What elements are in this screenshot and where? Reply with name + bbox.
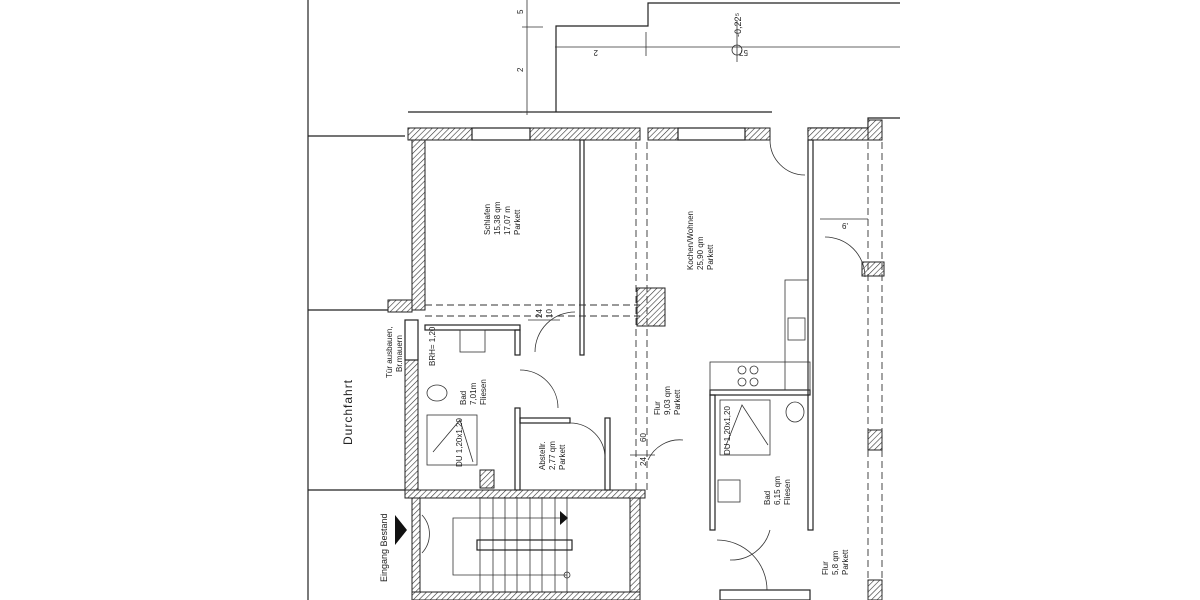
svg-text:Bad: Bad: [763, 491, 772, 505]
dim-2: 2: [516, 67, 525, 72]
fixtures: [426, 279, 811, 503]
dim-2b: 2: [593, 48, 598, 57]
durchfahrt-label: Durchfahrt: [341, 379, 355, 445]
svg-text:Parkett: Parkett: [513, 209, 522, 235]
door-note-1: Tür ausbauen,: [385, 326, 394, 378]
shower-icon: [426, 414, 478, 466]
room-flur-2: Flur 5,8 qm Parkett: [821, 549, 850, 575]
svg-text:2,77 qm: 2,77 qm: [548, 441, 557, 470]
room-abstellraum: Abstellr. 2,77 qm Parkett: [538, 441, 567, 470]
stair-arrow-icon: [560, 511, 568, 525]
dimension-lines: 5 2 2 57 -0,22⁵ 24 10 60 24 6': [516, 0, 900, 466]
svg-text:Schlafen: Schlafen: [483, 204, 492, 235]
dim-10: 10: [545, 309, 554, 318]
dim-24: 24: [535, 309, 544, 318]
annotations: Durchfahrt Tür ausbauen, Br.mauern BRH= …: [341, 326, 732, 582]
level-label: -0,22⁵: [733, 12, 743, 37]
stove-icon: [737, 365, 747, 375]
svg-text:6,15 qm: 6,15 qm: [773, 476, 782, 505]
svg-text:5,8 qm: 5,8 qm: [831, 550, 840, 575]
shower-label-2: DU 1,20x1,20: [723, 406, 732, 455]
sink-icon: [459, 329, 486, 353]
entrance-arrow-icon: [395, 515, 407, 545]
svg-text:Parkett: Parkett: [706, 244, 715, 270]
svg-text:Fliesen: Fliesen: [783, 479, 792, 505]
shower-label-1: DU 1,20x1,20: [455, 418, 464, 467]
doors: [421, 139, 866, 591]
room-labels: Schlafen 15,38 qm 17,07 m Parkett Kochen…: [459, 201, 850, 575]
staircase: [395, 497, 573, 592]
svg-text:25,90 qm: 25,90 qm: [696, 236, 705, 270]
room-kochen-wohnen: Kochen/Wohnen 25,90 qm Parkett: [686, 211, 715, 270]
toilet-icon-2: [785, 401, 805, 423]
room-bad-2: Bad 6,15 qm Fliesen: [763, 476, 792, 505]
room-flur-1: Flur 9,03 qm Parkett: [653, 386, 682, 415]
dim-24b: 24: [639, 457, 648, 466]
toilet-icon: [426, 384, 448, 402]
kitchen-sink-icon: [787, 317, 806, 341]
dim-6: 6': [842, 222, 848, 231]
svg-text:9,03 qm: 9,03 qm: [663, 386, 672, 415]
svg-text:Abstellr.: Abstellr.: [538, 442, 547, 470]
dim-57: 57: [739, 48, 748, 57]
shower-icon-2: [719, 399, 771, 456]
svg-text:7,01m: 7,01m: [469, 382, 478, 405]
svg-text:Flur: Flur: [653, 401, 662, 415]
site-outline: [307, 0, 900, 600]
room-bad-1: Bad 7,01m Fliesen: [459, 379, 488, 405]
beam-lines: [425, 142, 883, 600]
dim-5: 5: [516, 9, 525, 14]
dim-60: 60: [639, 433, 648, 442]
entrance-label: Eingang Bestand: [379, 513, 389, 582]
svg-text:Kochen/Wohnen: Kochen/Wohnen: [686, 211, 695, 270]
room-schlafen: Schlafen 15,38 qm 17,07 m Parkett: [483, 201, 522, 235]
svg-text:Bad: Bad: [459, 391, 468, 405]
svg-text:15,38 qm: 15,38 qm: [493, 201, 502, 235]
door-note-2: Br.mauern: [395, 335, 404, 372]
svg-text:Flur: Flur: [821, 561, 830, 575]
svg-text:Fliesen: Fliesen: [479, 379, 488, 405]
brh-label: BRH= 1,20: [428, 326, 437, 366]
svg-text:Parkett: Parkett: [841, 549, 850, 575]
kitchen-counter: [784, 279, 809, 391]
svg-text:Parkett: Parkett: [673, 389, 682, 415]
sink-icon-2: [717, 479, 741, 503]
svg-text:17,07 m: 17,07 m: [503, 206, 512, 235]
svg-text:Parkett: Parkett: [558, 444, 567, 470]
